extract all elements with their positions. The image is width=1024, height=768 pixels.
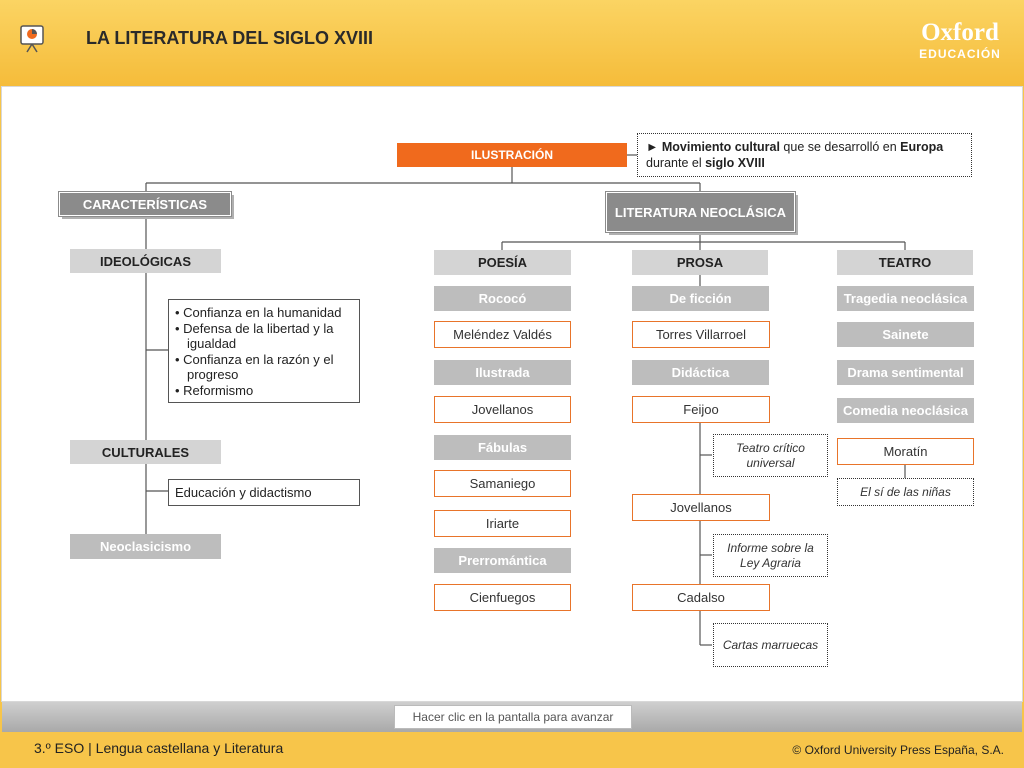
definition-note: ► Movimiento cultural que se desarrolló … [637, 133, 972, 177]
author-torres-villarroel: Torres Villarroel [632, 321, 770, 348]
copyright-text: © Oxford University Press España, S.A. [792, 743, 1004, 757]
root-node-ilustracion: ILUSTRACIÓN [397, 143, 627, 167]
list-item: • Confianza en la humanidad [175, 305, 342, 320]
neoclasicismo-node: Neoclasicismo [70, 534, 221, 559]
rococo-node: Rococó [434, 286, 571, 311]
presentation-icon [20, 25, 44, 53]
author-jovellanos-poesia: Jovellanos [434, 396, 571, 423]
list-item: • Defensa de la libertad y la igualdad [175, 320, 334, 352]
author-melendez-valdes: Meléndez Valdés [434, 321, 571, 348]
de-ficcion-node: De ficción [632, 286, 769, 311]
author-jovellanos-prosa: Jovellanos [632, 494, 770, 521]
author-feijoo: Feijoo [632, 396, 770, 423]
author-cadalso: Cadalso [632, 584, 770, 611]
ideologicas-list: • Confianza en la humanidad • Defensa de… [168, 299, 360, 403]
author-cienfuegos: Cienfuegos [434, 584, 571, 611]
drama-sentimental-node: Drama sentimental [837, 360, 974, 385]
ideologicas-node: IDEOLÓGICAS [70, 249, 221, 273]
comedia-neoclasica-node: Comedia neoclásica [837, 398, 974, 423]
advance-button[interactable]: Hacer clic en la pantalla para avanzar [394, 705, 632, 729]
author-iriarte: Iriarte [434, 510, 571, 537]
course-label: 3.º ESO | Lengua castellana y Literatura [34, 740, 284, 756]
fabulas-node: Fábulas [434, 435, 571, 460]
culturales-node: CULTURALES [70, 440, 221, 464]
author-moratin: Moratín [837, 438, 974, 465]
list-item: • Confianza en la razón y el progreso [175, 351, 334, 383]
list-item: • Reformismo [175, 382, 254, 398]
header-bar: LA LITERATURA DEL SIGLO XVIII Oxford EDU… [0, 0, 1024, 86]
tragedia-neoclasica-node: Tragedia neoclásica [837, 286, 974, 311]
teatro-node: TEATRO [837, 250, 973, 275]
page-title: LA LITERATURA DEL SIGLO XVIII [86, 28, 374, 48]
work-informe-ley-agraria: Informe sobre la Ley Agraria [713, 534, 828, 577]
caracteristicas-node: CARACTERÍSTICAS [58, 191, 232, 217]
work-cartas-marruecas: Cartas marruecas [713, 623, 828, 667]
oxford-logo: Oxford EDUCACIÓN [919, 19, 1001, 61]
sainete-node: Sainete [837, 322, 974, 347]
didactica-node: Didáctica [632, 360, 769, 385]
literatura-neoclasica-node: LITERATURA NEOCLÁSICA [605, 191, 796, 233]
work-el-si-de-las-ninas: El sí de las niñas [837, 478, 974, 506]
poesia-node: POESÍA [434, 250, 571, 275]
culturales-item: Educación y didactismo [168, 479, 360, 506]
prerromantica-node: Prerromántica [434, 548, 571, 573]
ilustrada-node: Ilustrada [434, 360, 571, 385]
author-samaniego: Samaniego [434, 470, 571, 497]
work-teatro-critico: Teatro crítico universal [713, 434, 828, 477]
prosa-node: PROSA [632, 250, 768, 275]
arrow-icon: ► [646, 140, 659, 154]
